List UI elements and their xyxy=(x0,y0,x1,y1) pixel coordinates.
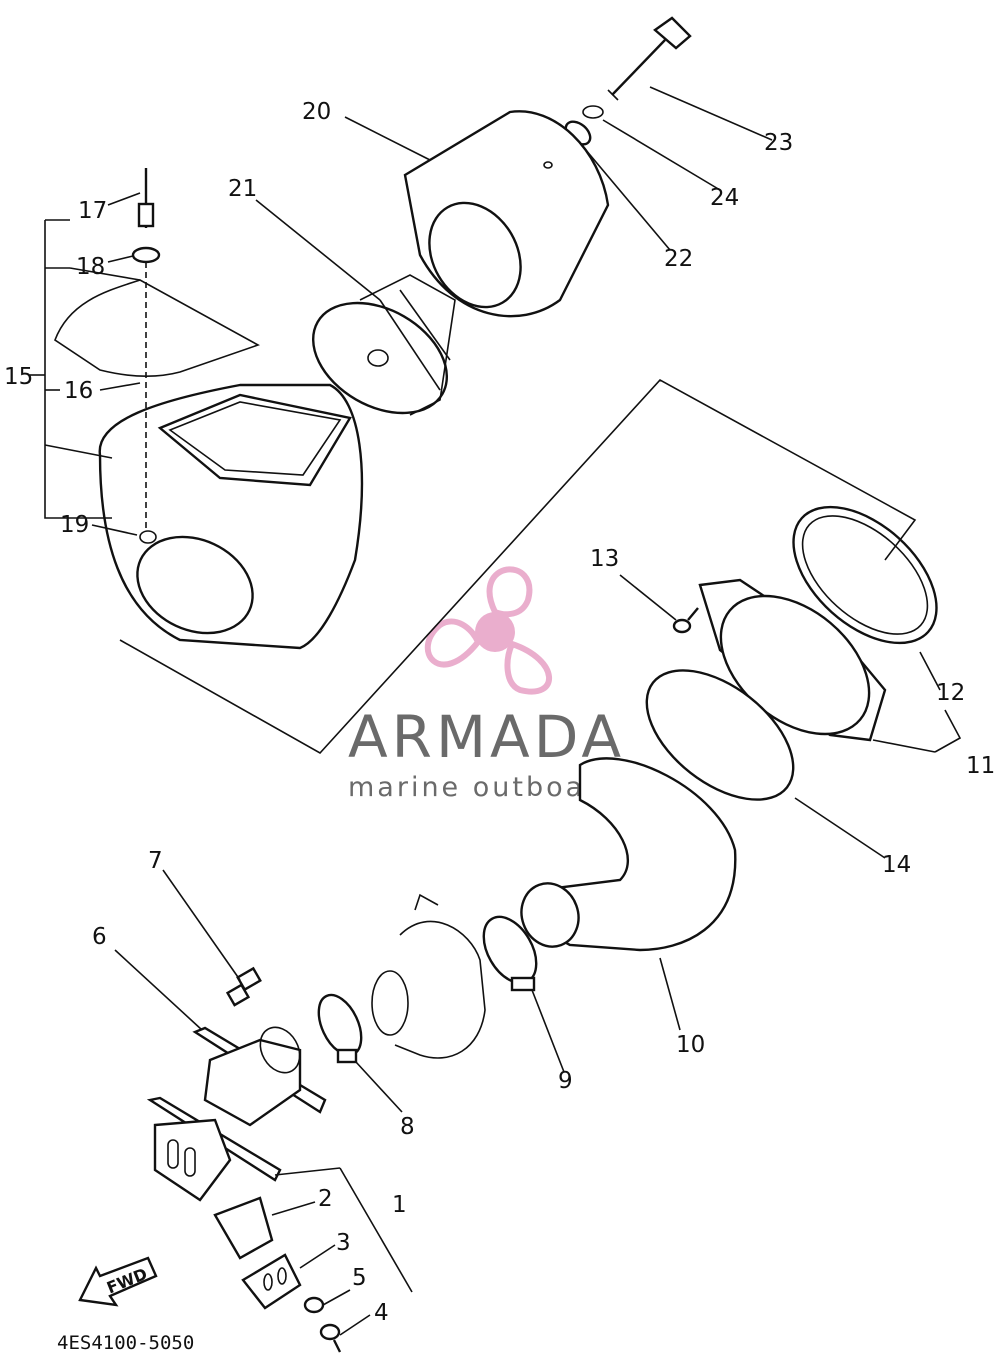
callout-1: 1 xyxy=(392,1192,407,1218)
callout-8: 8 xyxy=(400,1114,415,1140)
callout-23: 23 xyxy=(764,130,793,156)
callout-24: 24 xyxy=(710,185,739,211)
part-washer-5 xyxy=(303,1296,325,1314)
callout-4: 4 xyxy=(374,1300,389,1326)
part-clip-24 xyxy=(582,105,604,119)
callout-21: 21 xyxy=(228,176,257,202)
watermark-logo xyxy=(424,566,552,695)
part-seal-14 xyxy=(645,669,795,801)
part-intake-duct-10 xyxy=(520,757,737,952)
part-clamp-8 xyxy=(317,993,363,1064)
watermark-brand: ARMADA xyxy=(348,703,625,771)
part-washer-18 xyxy=(131,246,161,264)
callout-17: 17 xyxy=(78,198,107,224)
callout-13: 13 xyxy=(590,546,619,572)
callout-22: 22 xyxy=(664,246,693,272)
callout-19: 19 xyxy=(60,512,89,538)
part-silencer-housing-15 xyxy=(98,383,364,650)
callout-18: 18 xyxy=(76,254,105,280)
part-bolt-7 xyxy=(225,966,262,1007)
part-flange-11 xyxy=(698,578,887,742)
leader-lines xyxy=(30,86,962,1336)
part-stopper-3 xyxy=(241,1253,302,1310)
callout-16: 16 xyxy=(64,378,93,404)
callout-6: 6 xyxy=(92,924,107,950)
part-baffle-16 xyxy=(54,279,260,377)
fwd-arrow-icon: FWD xyxy=(78,1256,158,1307)
callout-2: 2 xyxy=(318,1186,333,1212)
diagram-code: 4ES4100-5050 xyxy=(57,1332,194,1354)
callout-20: 20 xyxy=(302,99,331,125)
callout-9: 9 xyxy=(558,1068,573,1094)
part-reed-2 xyxy=(213,1196,274,1260)
part-seal-12 xyxy=(792,505,938,645)
callout-11: 11 xyxy=(966,753,995,779)
part-clamp-9 xyxy=(482,915,538,992)
part-filter-cover-20 xyxy=(403,110,610,318)
part-rivet-17 xyxy=(137,168,155,228)
part-bolt-23 xyxy=(607,16,692,101)
callout-10: 10 xyxy=(676,1032,705,1058)
part-screw-13 xyxy=(672,607,699,634)
callout-5: 5 xyxy=(352,1265,367,1291)
part-manifold-6 xyxy=(192,1026,327,1127)
part-carburetor xyxy=(371,893,486,1059)
part-reed-valve-1 xyxy=(146,1096,282,1202)
callout-12: 12 xyxy=(936,680,965,706)
callout-14: 14 xyxy=(882,852,911,878)
callout-7: 7 xyxy=(148,848,163,874)
callout-15: 15 xyxy=(4,364,33,390)
part-screw-4 xyxy=(319,1323,342,1353)
part-filter-element-21 xyxy=(311,274,456,416)
callout-3: 3 xyxy=(336,1230,351,1256)
